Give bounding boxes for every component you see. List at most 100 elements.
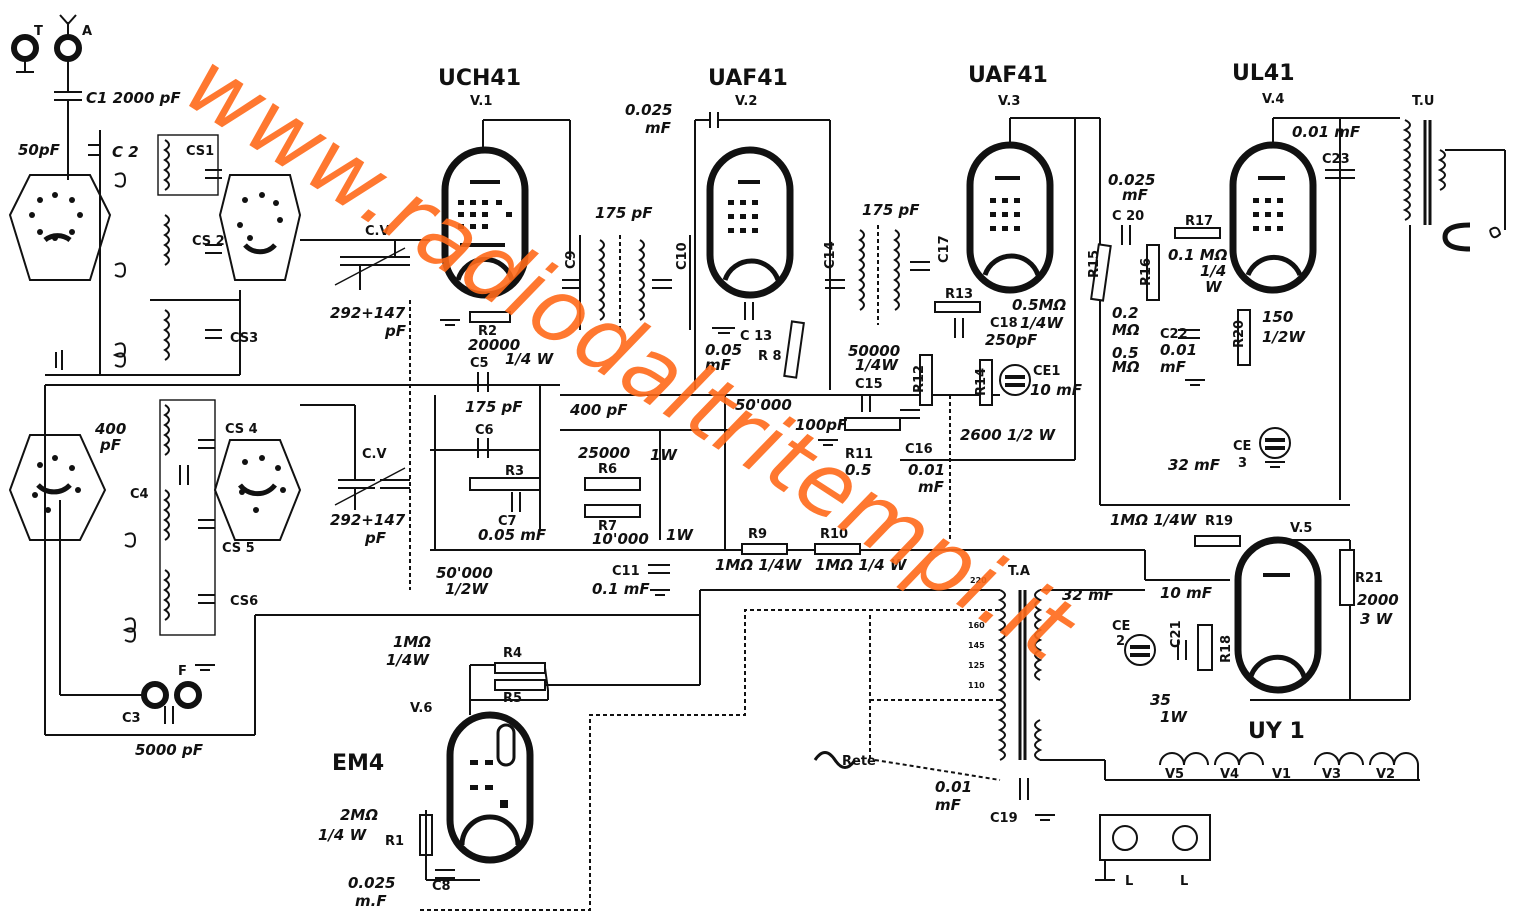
label-r12-w: 1/4W bbox=[855, 356, 899, 374]
label-r11-val: 0.5 bbox=[845, 461, 872, 479]
label-c16-unit: mF bbox=[918, 478, 945, 496]
label-r12-val: 50000 bbox=[848, 342, 900, 360]
label-r17-w2: W bbox=[1205, 278, 1223, 296]
electrolytic-capacitors bbox=[999, 364, 1291, 666]
tube-v1 bbox=[441, 119, 571, 299]
label-ce2-n: 2 bbox=[1116, 634, 1125, 649]
tube-v2-type: UAF41 bbox=[708, 66, 788, 91]
label-c22-unit: mF bbox=[1160, 358, 1187, 376]
label-c18-val: 250pF bbox=[985, 331, 1038, 349]
label-cs4: CS 4 bbox=[225, 422, 258, 437]
label-r17: R17 bbox=[1185, 214, 1213, 229]
label-lamp-l1: L bbox=[1125, 874, 1133, 889]
label-cs2: CS 2 bbox=[192, 234, 225, 249]
label-r13-val: 0.5MΩ bbox=[1012, 296, 1066, 314]
label-ce1-val: 10 mF bbox=[1030, 381, 1083, 399]
label-tap-220: 220 bbox=[970, 576, 987, 585]
tube-v5 bbox=[1234, 536, 1322, 694]
label-0025: 0.025 bbox=[625, 101, 672, 119]
label-r2: R2 bbox=[478, 324, 497, 339]
label-heater-v2: V2 bbox=[1376, 767, 1395, 782]
label-c8-unit: m.F bbox=[355, 892, 387, 910]
antenna-terminals bbox=[11, 14, 82, 180]
label-ce1: CE1 bbox=[1033, 364, 1060, 379]
label-heater-v1: V1 bbox=[1272, 767, 1291, 782]
label-400-b-unit: pF bbox=[99, 436, 122, 454]
label-r21-w: 3 W bbox=[1360, 610, 1394, 628]
band-switch-lower bbox=[8, 399, 302, 643]
label-c13-unit: mF bbox=[705, 356, 732, 374]
labels: T A C1 2000 pF 50pF C 2 CS1 CS 2 CS3 C.V… bbox=[18, 24, 1434, 910]
label-c10: C10 bbox=[675, 242, 690, 270]
label-ce3-n: 3 bbox=[1238, 456, 1247, 471]
if-terminals bbox=[59, 500, 202, 724]
label-r5: R5 bbox=[503, 691, 522, 706]
label-c9: C9 bbox=[564, 250, 579, 269]
label-r19: R19 bbox=[1205, 514, 1233, 529]
label-r19-val: 1MΩ 1/4W bbox=[1110, 511, 1198, 529]
label-cv1-val: 292+147 bbox=[330, 304, 406, 322]
label-r8-val: 50'000 bbox=[735, 396, 792, 414]
label-cv2-unit: pF bbox=[364, 529, 387, 547]
power-transformer bbox=[869, 589, 1420, 781]
pilot-lamps bbox=[1095, 814, 1211, 881]
label-r8: R 8 bbox=[758, 349, 782, 364]
tube-v2-ref: V.2 bbox=[735, 94, 757, 109]
label-heater-v4: V4 bbox=[1220, 767, 1239, 782]
label-t: T bbox=[34, 24, 43, 39]
label-r21: R21 bbox=[1355, 571, 1383, 586]
label-r16-unit: MΩ bbox=[1112, 358, 1140, 376]
label-r7-val: 10'000 bbox=[592, 530, 649, 548]
label-tap-145: 145 bbox=[968, 641, 985, 650]
label-r15-val: 0.2 bbox=[1112, 304, 1139, 322]
label-c5: C5 bbox=[470, 356, 489, 371]
label-c22-val: 0.01 bbox=[1160, 341, 1197, 359]
label-r13: R13 bbox=[945, 287, 973, 302]
label-r15: R15 bbox=[1087, 250, 1102, 278]
if-transformer-1 bbox=[562, 235, 691, 330]
output-transformer bbox=[1402, 119, 1506, 700]
tube-v6 bbox=[420, 609, 1000, 911]
label-tap-110: 110 bbox=[968, 681, 985, 690]
label-c22: C22 bbox=[1160, 327, 1188, 342]
label-0025b: 0.025 bbox=[1108, 171, 1155, 189]
label-heater-v3: V3 bbox=[1322, 767, 1341, 782]
label-lamp-l2: L bbox=[1180, 874, 1188, 889]
tube-v3-ref: V.3 bbox=[998, 94, 1020, 109]
supply-lines bbox=[44, 300, 1410, 736]
label-r18: R18 bbox=[1219, 635, 1234, 663]
tube-v5-type: UY 1 bbox=[1248, 719, 1305, 744]
label-cs3: CS3 bbox=[230, 331, 258, 346]
label-c3-val: 5000 pF bbox=[135, 741, 204, 759]
label-c6: C6 bbox=[475, 423, 494, 438]
label-r45-val: 1MΩ bbox=[393, 633, 431, 651]
label-c1: C1 2000 pF bbox=[86, 89, 181, 107]
if-transformer-2 bbox=[825, 225, 930, 325]
label-c19-unit: mF bbox=[935, 796, 962, 814]
label-r13-w: 1/4W bbox=[1020, 314, 1064, 332]
label-175pf-a: 175 pF bbox=[595, 204, 653, 222]
label-a: A bbox=[82, 24, 92, 39]
label-tap-125: 125 bbox=[968, 661, 985, 670]
label-r7: R7 bbox=[598, 519, 617, 534]
label-r17-val: 0.1 MΩ bbox=[1168, 246, 1228, 264]
label-cv1-unit: pF bbox=[384, 322, 407, 340]
label-r15-unit: MΩ bbox=[1112, 321, 1140, 339]
label-r45-w: 1/4W bbox=[386, 651, 430, 669]
label-c11: C11 bbox=[612, 564, 640, 579]
label-50pf: 50pF bbox=[18, 141, 61, 159]
label-c16: C16 bbox=[905, 442, 933, 457]
label-r16: R16 bbox=[1139, 258, 1154, 286]
tube-v5-ref: V.5 bbox=[1290, 521, 1312, 536]
label-r10-val: 1MΩ 1/4 W bbox=[815, 556, 908, 574]
label-ce2-val: 32 mF bbox=[1062, 586, 1115, 604]
label-r14-val: 2600 1/2 W bbox=[960, 426, 1057, 444]
label-ce3-val: 32 mF bbox=[1168, 456, 1221, 474]
tube-v1-ref: V.1 bbox=[470, 94, 492, 109]
label-rete: Rete bbox=[842, 754, 876, 769]
label-r6-val: 25000 bbox=[578, 444, 630, 462]
label-cs1: CS1 bbox=[186, 144, 214, 159]
capacitors bbox=[435, 225, 1200, 879]
band-switch-upper bbox=[8, 174, 302, 281]
